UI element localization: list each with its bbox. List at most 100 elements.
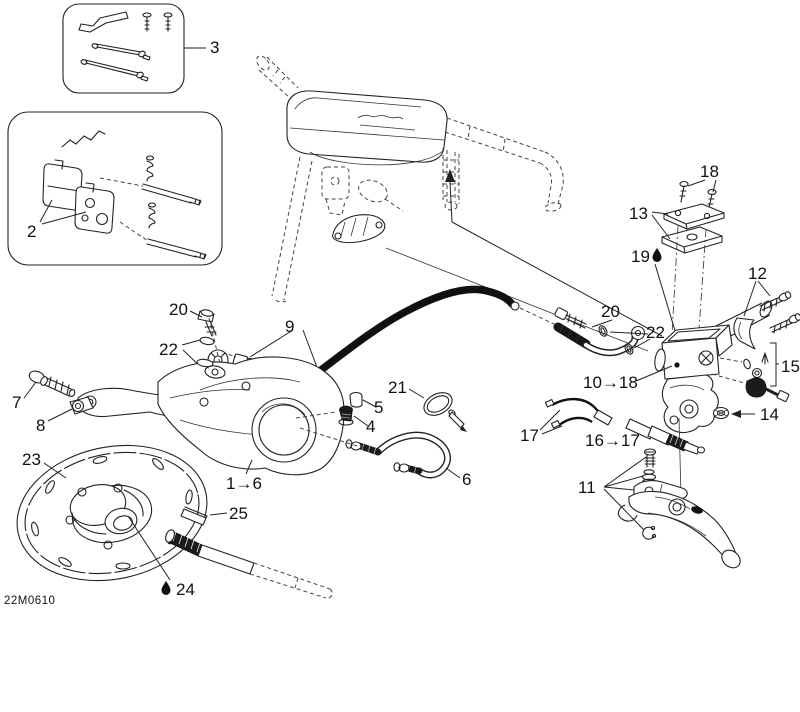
bleeder-screw-4 [338,405,354,426]
banjo-washer [199,336,215,346]
pushrod-boot [711,373,790,402]
e-clip [642,525,657,540]
brake-pad-inner [74,182,115,234]
mc-front-face [661,337,720,380]
callout-18: 18 [700,162,719,181]
crossover-hose-6 [345,431,451,479]
lubricant-droplet-icon [161,581,171,595]
tool-kit-box [62,3,206,94]
clamp-half [733,317,756,350]
clamp-bolt [759,291,792,312]
leader-6 [445,467,461,479]
pad-screw-spring [147,202,157,229]
leader-9 [249,329,319,371]
drawing-code: 22M0610 [4,595,55,607]
brake-lever-installed [332,214,386,244]
o-rings-master-side [598,325,634,355]
leader-22-right [609,331,651,349]
leader-18 [687,179,717,193]
callout-19: 19 [631,247,650,266]
callout-24: 24 [176,580,195,599]
brake-pads-kit-box [7,111,223,266]
drive-shaft [165,529,333,599]
mc-right-face [715,324,733,357]
callout-17: 17 [520,426,539,445]
handlebar-assembly [256,55,564,303]
leader-20-left [189,310,203,318]
screw [163,12,173,32]
bent-tool [78,11,129,33]
cover-gasket [661,226,723,248]
cable-to-lever [678,417,682,498]
retainer-ring-21 [423,392,467,432]
callout-3: 3 [210,38,219,57]
callout-9: 9 [285,317,294,336]
master-cylinder [654,280,800,434]
pad-pin [99,177,202,206]
callout-14: 14 [760,405,779,424]
pin [91,43,151,61]
callout-21: 21 [388,378,407,397]
leader-20-right [591,319,613,328]
callout-15: 15 [781,357,800,376]
lever-perch-phantom [321,166,404,216]
brake-caliper-assembly [77,356,345,476]
spring-clip [761,352,769,365]
callout-20-left: 20 [169,300,188,319]
leader-17 [539,409,563,435]
leader-12 [743,280,771,317]
banjo-bolt-master [554,307,587,329]
callout-7: 7 [12,393,21,412]
leader-7-8 [23,381,73,422]
cover-screw [679,180,689,203]
caliper-bracket-8 [69,396,94,415]
screw [142,12,152,32]
leader-25 [209,512,228,516]
callout-1-6: 1→6 [226,474,262,493]
leader-11 [603,456,647,531]
callout-13: 13 [629,204,648,223]
callout-6: 6 [462,470,471,489]
brake-disc [16,444,208,582]
lever-pivot-screw [643,448,657,468]
pin [80,59,149,82]
brake-hose [317,285,557,374]
hose-end-ferrule [510,301,520,311]
callout-22-right: 22 [646,323,665,342]
leader-10-18 [635,365,673,382]
callout-22-left: 22 [159,340,178,359]
brake-cable [544,397,613,429]
callout-4: 4 [366,417,375,436]
pivot-nut-14 [712,406,755,420]
caliper-body [157,356,345,476]
brake-lever [617,490,741,569]
shaft-key-25 [180,506,208,526]
callout-8: 8 [36,416,45,435]
cable-adjuster [625,418,706,455]
pad-spring-clip [61,130,106,148]
disc-hub [65,483,153,550]
callout-25: 25 [229,504,248,523]
lever-ball-end [721,549,741,569]
bleeder-cap-5 [349,391,363,408]
pad-pin [119,221,207,260]
mc-reference-dot [674,362,680,368]
leader-4-5 [353,399,377,427]
callout-2: 2 [27,222,36,241]
handlebar-pointer-arrow [445,169,663,337]
lubricant-droplet-icon [652,248,662,262]
callout-16-17: 16→17 [585,431,640,450]
cover-screw [707,188,717,209]
callout-23: 23 [22,450,41,469]
hose6-centerline [299,427,371,451]
pad-screw-spring [145,155,155,182]
reservoir-cover [651,179,725,336]
callout-5: 5 [374,398,383,417]
leader-24 [127,515,171,581]
bracket-15 [770,342,779,387]
clamp-bolt [769,313,800,334]
callout-12: 12 [748,264,767,283]
brand-text-mark [357,114,416,131]
